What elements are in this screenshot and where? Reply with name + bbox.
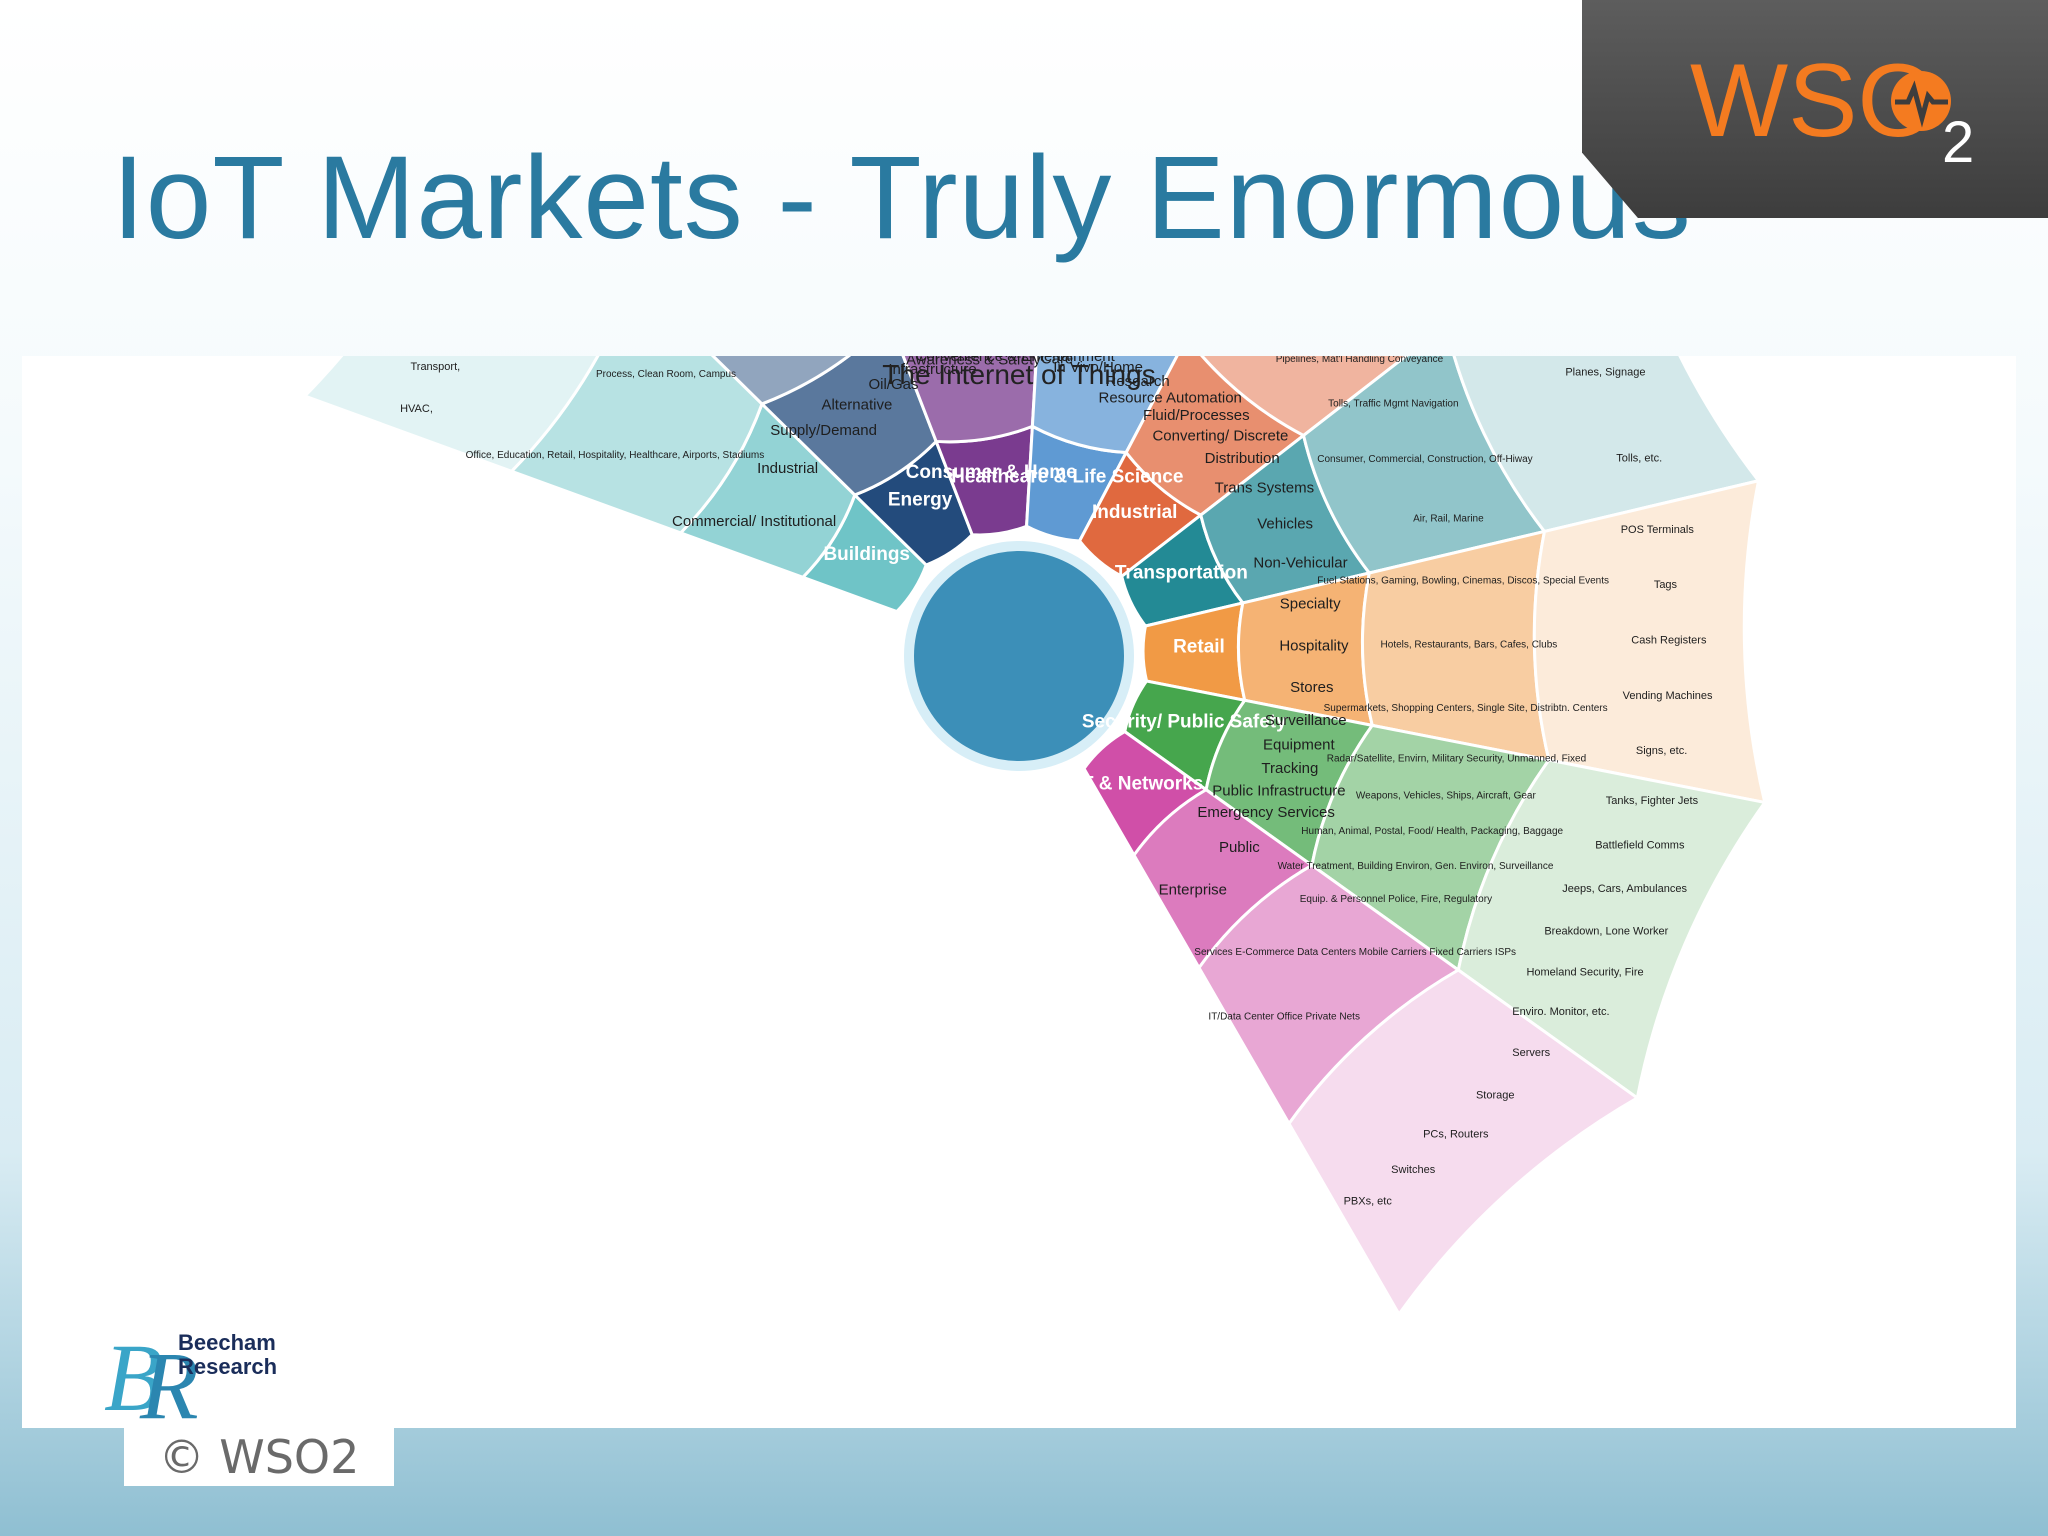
application-group-label: Oil/Gas — [868, 376, 918, 393]
device-label: Breakdown, Lone Worker — [1544, 926, 1668, 938]
device-label: Tanks, Fighter Jets — [1606, 795, 1699, 807]
location-label: Supermarkets, Shopping Centers, Single S… — [1324, 703, 1608, 714]
sector-label: Industrial — [1092, 502, 1178, 523]
application-group-label: Stores — [1290, 679, 1333, 696]
copyright-label: © WSO2 — [124, 1428, 394, 1486]
sector-2-ring-1 — [901, 356, 1038, 444]
globe-icon — [904, 541, 1134, 771]
sector-label: Transportation — [1115, 562, 1248, 583]
slide-title: IoT Markets - Truly Enormous — [112, 132, 1692, 264]
diagram-title: The Internet of Things — [882, 359, 1155, 390]
location-label: Hotels, Restaurants, Bars, Cafes, Clubs — [1381, 639, 1558, 650]
application-group-label: Tracking — [1261, 760, 1318, 777]
wso2-logo-pulse-icon — [1891, 71, 1951, 131]
application-group-label: Supply/Demand — [770, 422, 877, 439]
sector-1-ring-2 — [710, 356, 851, 406]
research-text: Research — [178, 1354, 277, 1379]
device-label: PBXs, etc — [1344, 1196, 1393, 1208]
location-label: Process, Clean Room, Campus — [596, 369, 736, 380]
application-group-label: Equipment — [1263, 736, 1336, 753]
location-label: Weapons, Vehicles, Ships, Aircraft, Gear — [1356, 790, 1537, 801]
application-group-label: Emergency Services — [1197, 804, 1335, 821]
application-group-label: Surveillance — [1265, 712, 1347, 729]
location-label: IT/Data Center Office Private Nets — [1208, 1012, 1360, 1023]
svg-text:B: B — [104, 1324, 163, 1430]
sector-8-ring-3 — [1287, 968, 1641, 1317]
application-group-label: Hospitality — [1279, 637, 1349, 654]
sector-label: Energy — [888, 490, 953, 511]
wso2-logo-sub: 2 — [1942, 110, 1974, 175]
sector-0-ring-3 — [302, 356, 600, 474]
application-group-label: Resource Automation — [1098, 390, 1241, 407]
location-label: Equip. & Personnel Police, Fire, Regulat… — [1300, 894, 1492, 905]
location-label: Radar/Satellite, Envirn, Military Securi… — [1327, 753, 1586, 764]
iot-diagram-panel: Buildings Commercial/ Institutional Indust… — [22, 356, 2016, 1428]
beecham-text: Beecham — [178, 1330, 276, 1355]
device-label: Storage — [1476, 1089, 1515, 1101]
device-label: Battlefield Comms — [1595, 839, 1685, 851]
application-group-label: Fluid/Processes — [1143, 407, 1250, 424]
sector-4-ring-2 — [1200, 356, 1409, 438]
device-label: PCs, Routers — [1423, 1128, 1489, 1140]
application-group-label: Non-Vehicular — [1253, 555, 1347, 572]
application-group-label: Convenience & Entertainment — [916, 356, 1116, 365]
sector-label: Security/ Public Safety — [1082, 711, 1287, 732]
device-label: HVAC, — [400, 403, 433, 415]
application-group-label: In Vivo/Home — [1053, 359, 1143, 376]
application-group-label: Enterprise — [1159, 881, 1227, 898]
application-group-label: Specialty — [1280, 596, 1341, 613]
device-label: Planes, Signage — [1565, 367, 1645, 379]
device-label: Servers — [1512, 1047, 1550, 1059]
device-label: Cash Registers — [1631, 634, 1707, 646]
location-label: Office, Education, Retail, Hospitality, … — [466, 450, 765, 461]
pulse-line-icon — [1895, 80, 1948, 128]
sector-label: Retail — [1173, 637, 1225, 658]
sector-label: Buildings — [823, 544, 910, 565]
device-label: Vending Machines — [1623, 690, 1713, 702]
device-label: Enviro. Monitor, etc. — [1512, 1006, 1609, 1018]
device-label: Tags — [1654, 579, 1678, 591]
sector-label: Consumer & Home — [906, 462, 1077, 483]
device-label: Homeland Security, Fire — [1526, 967, 1643, 979]
sector-label: Healthcare & Life Science — [951, 467, 1183, 488]
device-label: Signs, etc. — [1636, 745, 1687, 757]
application-group-label: Commercial/ Institutional — [672, 513, 836, 530]
location-label: Tolls, Traffic Mgmt Navigation — [1328, 398, 1458, 409]
device-label: Transport, — [410, 361, 460, 373]
device-label: Tolls, etc. — [1616, 453, 1662, 465]
device-label: Jeeps, Cars, Ambulances — [1562, 883, 1687, 895]
device-label: Switches — [1391, 1164, 1436, 1176]
sector-label: IT & Networks — [1077, 773, 1204, 794]
application-group-label: Vehicles — [1257, 516, 1313, 533]
wso2-logo-box — [1582, 0, 2048, 218]
application-group-label: Industrial — [757, 460, 818, 477]
application-group-label: Public — [1219, 839, 1260, 856]
application-group-label: Trans Systems — [1215, 479, 1314, 496]
beecham-research-logo: B R Beecham Research — [104, 1324, 277, 1430]
application-group-label: Public Infrastructure — [1212, 783, 1345, 800]
application-group-label: Alternative — [821, 397, 892, 414]
wso2-logo: WSO 2 — [1690, 43, 1974, 175]
application-group-label: Distribution — [1205, 450, 1280, 467]
application-group-label: Care — [1041, 356, 1074, 367]
location-label: Air, Rail, Marine — [1413, 513, 1484, 524]
sector-3-ring-1 — [1030, 356, 1179, 455]
svg-text:R: R — [139, 1332, 199, 1430]
location-label: Consumer, Commercial, Construction, Off-… — [1317, 454, 1532, 465]
location-label: Pipelines, Mat'l Handling Conveyance — [1276, 356, 1444, 365]
location-label: Human, Animal, Postal, Food/ Health, Pac… — [1301, 826, 1563, 837]
device-label: POS Terminals — [1621, 524, 1695, 536]
application-group-label: Converting/ Discrete — [1152, 427, 1288, 444]
iot-wheel-diagram: Buildings Commercial/ Institutional Indust… — [302, 356, 1768, 1317]
application-group-label: Research — [1105, 373, 1169, 390]
location-label: Water Treatment, Building Environ, Gen. … — [1278, 861, 1554, 872]
application-group-label: Infrastructure — [888, 361, 976, 378]
application-group-label: Awareness & Safety — [906, 356, 1041, 369]
location-label: Services E-Commerce Data Centers Mobile … — [1194, 947, 1516, 958]
location-label: Fuel Stations, Gaming, Bowling, Cinemas,… — [1317, 576, 1609, 587]
